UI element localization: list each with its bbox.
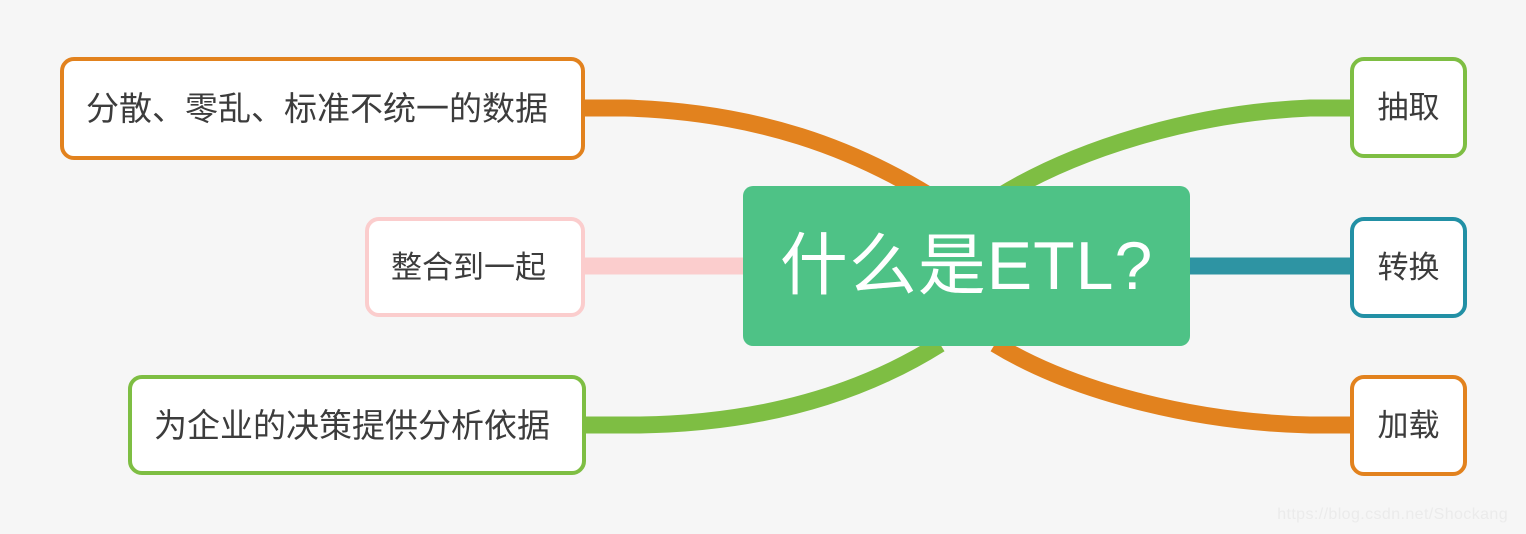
connector-right-3 [990,336,1352,434]
mindmap-node-right-3[interactable]: 加载 [1350,375,1467,476]
mindmap-node-right-1[interactable]: 抽取 [1350,57,1467,158]
node-label: 抽取 [1377,90,1440,125]
watermark-text: https://blog.csdn.net/Shockang [1277,506,1508,523]
node-label: 转换 [1377,250,1440,285]
mindmap-node-left-3[interactable]: 为企业的决策提供分析依据 [128,375,586,475]
node-label: 为企业的决策提供分析依据 [154,406,550,444]
node-label: 加载 [1377,408,1440,443]
connector-left-1 [583,99,935,204]
node-label: 整合到一起 [391,249,546,285]
mindmap-root-node[interactable]: 什么是ETL? [743,186,1190,346]
root-node-label: 什么是ETL? [779,228,1154,304]
connector-left-3 [584,336,945,434]
mindmap-node-right-2[interactable]: 转换 [1350,217,1467,318]
connector-right-1 [995,99,1352,204]
mindmap-node-left-2[interactable]: 整合到一起 [365,217,585,317]
mindmap-node-left-1[interactable]: 分散、零乱、标准不统一的数据 [60,57,585,160]
node-label: 分散、零乱、标准不统一的数据 [86,90,548,127]
